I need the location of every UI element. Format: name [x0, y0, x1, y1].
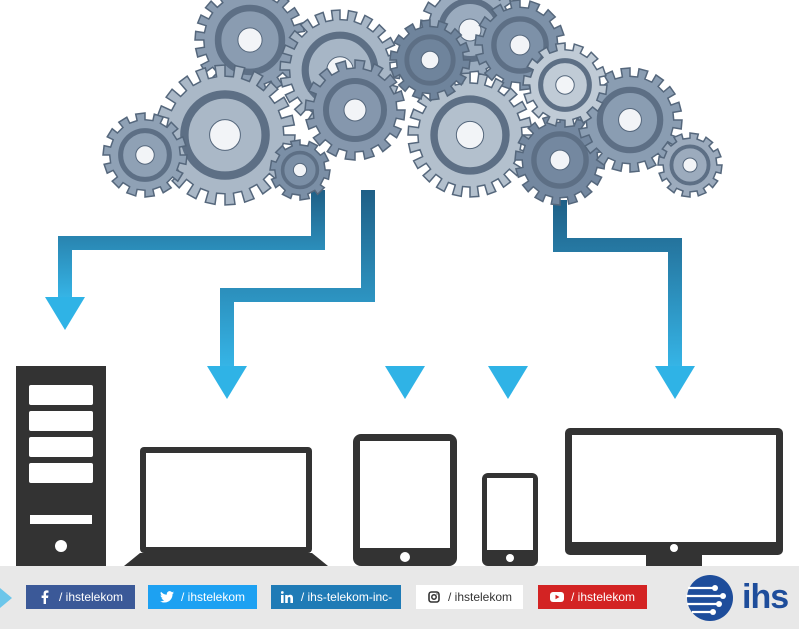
instagram-link[interactable]: / ihstelekom — [416, 585, 523, 609]
cloud-computing-illustration — [16, 0, 783, 566]
youtube-icon — [549, 590, 564, 604]
gear-icon — [154, 64, 296, 206]
smartphone-icon — [482, 473, 538, 566]
ihs-logo-text: ihs — [742, 578, 789, 616]
footer-arrow-icon — [0, 588, 12, 608]
gear-cloud — [102, 0, 723, 206]
gear-icon — [304, 59, 406, 161]
twitter-label: / ihstelekom — [180, 590, 246, 604]
gear-icon — [522, 42, 608, 128]
ihs-logo: ihs — [684, 574, 794, 622]
linkedin-label: / ihs-telekom-inc- — [300, 590, 393, 604]
gear-icon — [102, 112, 188, 198]
social-footer: / ihstelekom / ihstelekom / ihs-telekom-… — [0, 566, 799, 629]
twitter-icon — [159, 590, 174, 604]
laptop-icon — [124, 447, 328, 566]
monitor-icon — [565, 428, 783, 566]
gear-icon — [269, 139, 331, 201]
gear-icon — [389, 19, 471, 101]
gear-icon — [407, 72, 533, 198]
arrow-heads — [45, 297, 695, 399]
facebook-label: / ihstelekom — [58, 590, 124, 604]
arrow-to-server — [58, 190, 325, 300]
facebook-icon — [38, 590, 52, 604]
youtube-label: / ihstelekom — [570, 590, 636, 604]
ihs-globe-icon — [686, 575, 733, 621]
twitter-link[interactable]: / ihstelekom — [148, 585, 257, 609]
youtube-link[interactable]: / ihstelekom — [538, 585, 647, 609]
linkedin-icon — [280, 590, 294, 604]
gear-icon — [657, 132, 723, 198]
facebook-link[interactable]: / ihstelekom — [26, 585, 135, 609]
data-flow-arrows — [58, 180, 682, 370]
server-icon — [16, 366, 106, 566]
tablet-icon — [353, 434, 457, 566]
instagram-label: / ihstelekom — [447, 590, 513, 604]
instagram-icon — [427, 590, 441, 604]
arrow-to-laptop — [220, 190, 375, 370]
linkedin-link[interactable]: / ihs-telekom-inc- — [271, 585, 401, 609]
arrow-to-monitor — [553, 200, 682, 370]
